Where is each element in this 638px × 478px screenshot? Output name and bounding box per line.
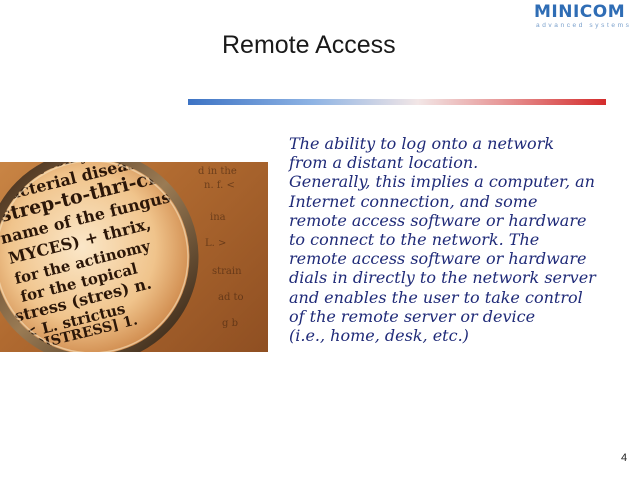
svg-text:L. >: L. > — [205, 238, 226, 249]
page-number: 4 — [621, 452, 628, 464]
slide-title: Remote Access — [222, 31, 396, 59]
logo-tagline: advanced systems — [536, 22, 632, 29]
body-line: and enables the user to take control — [289, 287, 583, 307]
svg-text:d in the: d in the — [198, 166, 237, 177]
svg-text:g b: g b — [222, 318, 238, 329]
body-line: from a distant location. — [289, 153, 479, 173]
title-rule — [188, 99, 606, 105]
body-line: remote access software or hardware — [289, 249, 587, 269]
body-line: remote access software or hardware — [289, 210, 587, 230]
body-line: The ability to log onto a network — [289, 134, 555, 153]
svg-text:ad to: ad to — [218, 292, 244, 303]
body-line: (i.e., home, desk, etc.) — [289, 326, 469, 346]
body-line: to connect to the network. The — [289, 230, 540, 250]
magnifying-glass-icon: d in the n. f. < ina L. > strain ad to g… — [0, 162, 244, 352]
magnifying-glass-photo: d in the n. f. < ina L. > strain ad to g… — [0, 162, 268, 352]
body-line: Generally, this implies a computer, an — [289, 172, 595, 192]
svg-text:ina: ina — [210, 212, 226, 223]
logo-wordmark: MINICOM — [534, 2, 626, 22]
svg-text:strain: strain — [212, 266, 242, 277]
body-paragraph: The ability to log onto a network from a… — [289, 134, 629, 345]
svg-text:n. f. <: n. f. < — [204, 180, 235, 191]
body-line: dials in directly to the network server — [289, 268, 596, 288]
body-line: of the remote server or device — [289, 306, 536, 326]
minicom-logo: MINICOM advanced systems — [534, 2, 634, 32]
body-line: Internet connection, and some — [289, 191, 538, 211]
